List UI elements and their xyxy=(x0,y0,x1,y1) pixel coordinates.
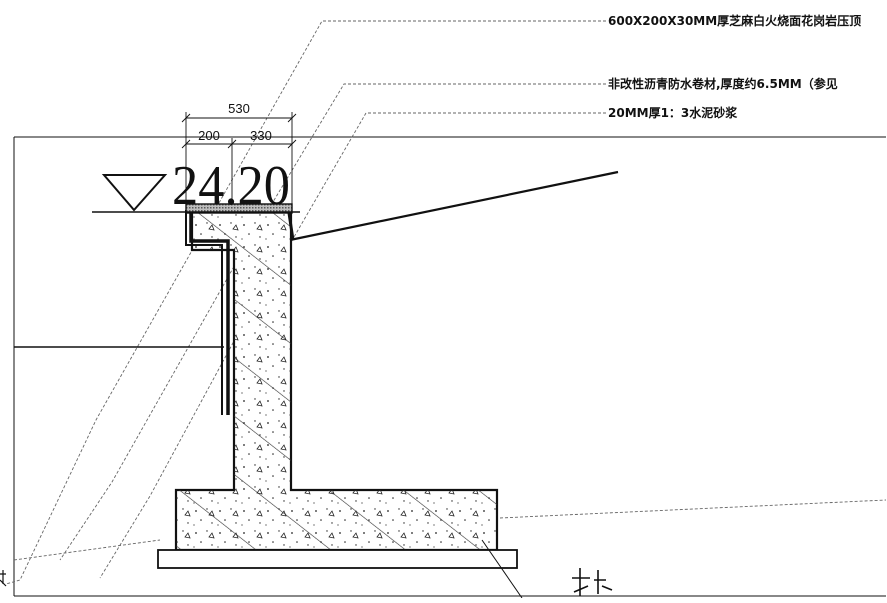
bottom-leader xyxy=(481,539,523,599)
elevation-marker xyxy=(92,174,300,213)
drawing-frame xyxy=(13,136,886,597)
elevation-value: 24.20 xyxy=(172,155,290,217)
note-waterproofing: 非改性沥青防水卷材,厚度约6.5MM（参见 xyxy=(608,76,838,91)
ground-lines xyxy=(14,170,619,348)
granite-coping xyxy=(185,203,293,214)
base-slab xyxy=(157,549,518,569)
dimension-right: 330 xyxy=(250,128,272,143)
concrete-wall xyxy=(174,208,499,552)
waterproof-membrane xyxy=(185,210,230,415)
partial-glyph-mark xyxy=(572,568,613,596)
note-mortar: 20MM厚1：3水泥砂浆 xyxy=(608,105,738,120)
dimension-left: 200 xyxy=(198,128,220,143)
dimension-lines xyxy=(181,112,297,204)
note-stone-coping: 600X200X30MM厚芝麻白火烧面花岗岩压顶 xyxy=(608,13,861,28)
dimension-total: 530 xyxy=(228,101,250,116)
partial-left-glyph xyxy=(0,570,7,587)
coping-edge xyxy=(287,212,295,241)
